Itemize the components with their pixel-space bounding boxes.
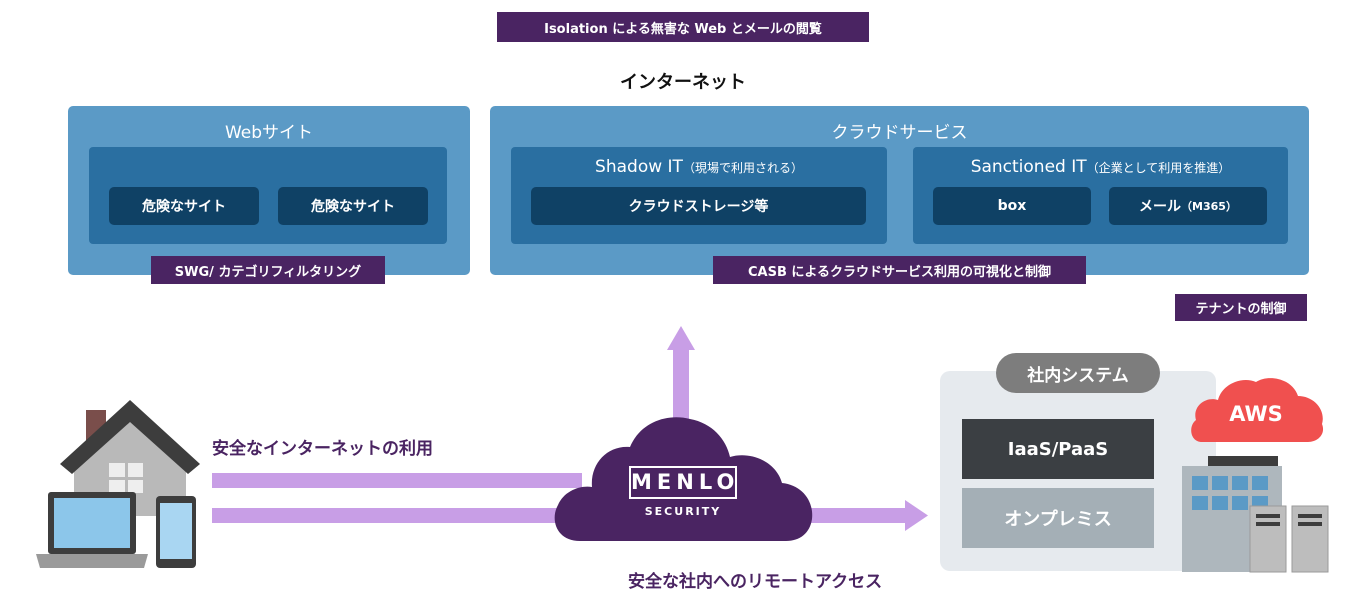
sanctioned-it-box: Sanctioned IT（企業として利用を推進） box メール（M365） — [913, 147, 1288, 244]
building-top — [1208, 456, 1278, 468]
internet-arrow-line — [212, 473, 582, 488]
tenant-control-tag: テナントの制御 — [1175, 294, 1307, 321]
isolation-tag: Isolation による無害な Web とメールの閲覧 — [497, 12, 869, 42]
swg-tag: SWG/ カテゴリフィルタリング — [151, 256, 385, 284]
cloud-service-title: クラウドサービス — [831, 123, 968, 143]
website-inner: 危険なサイト 危険なサイト — [89, 147, 447, 244]
cloud-storage-chip: クラウドストレージ等 — [531, 187, 866, 225]
menlo-logo-box: MENLO — [629, 466, 737, 499]
house-roof — [60, 400, 200, 474]
menlo-logo-text: MENLO — [631, 470, 740, 494]
safe-remote-access-label: 安全な社内へのリモートアクセス — [628, 572, 883, 592]
building-servers-illustration — [1182, 456, 1329, 573]
dangerous-site-1: 危険なサイト — [109, 187, 259, 225]
internal-system-title: 社内システム — [996, 353, 1160, 393]
up-arrow-shaft — [673, 350, 689, 430]
casb-tag: CASB によるクラウドサービス利用の可視化と制御 — [713, 256, 1086, 284]
menlo-security-text: SECURITY — [644, 505, 722, 518]
aws-label: AWS — [1229, 402, 1283, 426]
safe-internet-label: 安全なインターネットの利用 — [212, 439, 433, 459]
home-devices-illustration — [36, 400, 200, 568]
remote-arrow-head — [905, 500, 928, 531]
dangerous-site-2: 危険なサイト — [278, 187, 428, 225]
laptop-base — [36, 554, 148, 568]
up-arrow-head — [667, 326, 695, 350]
shadow-it-box: Shadow IT（現場で利用される） クラウドストレージ等 — [511, 147, 887, 244]
mail-m365-chip: メール（M365） — [1109, 187, 1267, 225]
sanctioned-it-title: Sanctioned IT（企業として利用を推進） — [970, 157, 1231, 177]
iaas-paas-block: IaaS/PaaS — [962, 419, 1154, 479]
cloud-service-panel: クラウドサービス Shadow IT（現場で利用される） クラウドストレージ等 … — [490, 106, 1309, 275]
aws-cloud-icon — [1191, 378, 1324, 442]
box-chip: box — [933, 187, 1091, 225]
on-premises-block: オンプレミス — [962, 488, 1154, 548]
internet-label: インターネット — [620, 72, 746, 93]
website-title: Webサイト — [224, 123, 314, 143]
shadow-it-title: Shadow IT（現場で利用される） — [595, 157, 803, 177]
website-panel: Webサイト 危険なサイト 危険なサイト — [68, 106, 470, 275]
menlo-cloud-icon — [554, 417, 813, 541]
